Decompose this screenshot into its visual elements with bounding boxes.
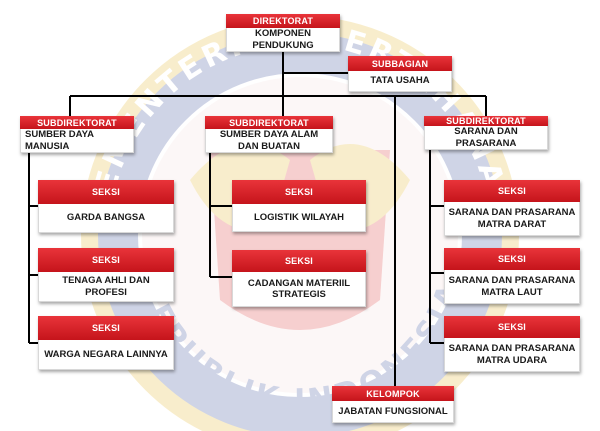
- node-header: DIREKTORAT: [226, 14, 340, 29]
- node-title: SUMBER DAYA ALAM DAN BUATAN: [205, 129, 333, 153]
- node-seksi-matra-laut: SEKSI SARANA DAN PRASARANA MATRA LAUT: [444, 248, 580, 304]
- node-seksi-garda-bangsa: SEKSI GARDA BANGSA: [38, 180, 174, 233]
- node-header: KELOMPOK: [332, 386, 454, 401]
- node-seksi-matra-darat: SEKSI SARANA DAN PRASARANA MATRA DARAT: [444, 180, 580, 236]
- node-seksi-warga-negara: SEKSI WARGA NEGARA LAINNYA: [38, 316, 174, 370]
- node-title: SARANA DAN PRASARANA MATRA DARAT: [444, 202, 580, 236]
- node-title: TENAGA AHLI DAN PROFESI: [38, 272, 174, 302]
- node-header: SEKSI: [38, 316, 174, 340]
- node-header: SEKSI: [444, 248, 580, 270]
- node-header: SEKSI: [232, 250, 366, 272]
- node-title: TATA USAHA: [348, 71, 452, 92]
- node-subdit-sdm: SUBDIREKTORAT SUMBER DAYA MANUSIA: [20, 116, 134, 153]
- node-title: WARGA NEGARA LAINNYA: [38, 340, 174, 370]
- node-header: SUBDIREKTORAT: [20, 116, 134, 130]
- node-header: SEKSI: [38, 180, 174, 204]
- node-title: SARANA DAN PRASARANA: [424, 126, 548, 150]
- node-header: SUBBAGIAN: [348, 56, 452, 71]
- node-header: SEKSI: [232, 180, 366, 204]
- node-title: SUMBER DAYA MANUSIA: [20, 129, 134, 153]
- node-subbagian: SUBBAGIAN TATA USAHA: [348, 56, 452, 92]
- node-title: SARANA DAN PRASARANA MATRA LAUT: [444, 270, 580, 304]
- node-header: SEKSI: [38, 248, 174, 272]
- node-title: KOMPONEN PENDUKUNG: [226, 28, 340, 52]
- node-seksi-matra-udara: SEKSI SARANA DAN PRASARANA MATRA UDARA: [444, 316, 580, 372]
- node-seksi-cadangan: SEKSI CADANGAN MATERIIL STRATEGIS: [232, 250, 366, 307]
- node-kelompok: KELOMPOK JABATAN FUNGSIONAL: [332, 386, 454, 423]
- node-title: LOGISTIK WILAYAH: [232, 204, 366, 232]
- node-header: SEKSI: [444, 316, 580, 338]
- node-seksi-tenaga-ahli: SEKSI TENAGA AHLI DAN PROFESI: [38, 248, 174, 302]
- node-title: GARDA BANGSA: [38, 204, 174, 233]
- node-title: SARANA DAN PRASARANA MATRA UDARA: [444, 338, 580, 372]
- node-direktorat: DIREKTORAT KOMPONEN PENDUKUNG: [226, 14, 340, 52]
- emblem-inner-disc: [142, 77, 458, 393]
- node-subdit-sarpras: SUBDIREKTORAT SARANA DAN PRASARANA: [424, 116, 548, 150]
- node-header: SEKSI: [444, 180, 580, 202]
- node-header: SUBDIREKTORAT: [205, 116, 333, 130]
- node-title: JABATAN FUNGSIONAL: [332, 401, 454, 423]
- node-header: SUBDIREKTORAT: [424, 116, 548, 127]
- node-subdit-sda: SUBDIREKTORAT SUMBER DAYA ALAM DAN BUATA…: [205, 116, 333, 153]
- node-seksi-logistik: SEKSI LOGISTIK WILAYAH: [232, 180, 366, 232]
- node-title: CADANGAN MATERIIL STRATEGIS: [232, 272, 366, 307]
